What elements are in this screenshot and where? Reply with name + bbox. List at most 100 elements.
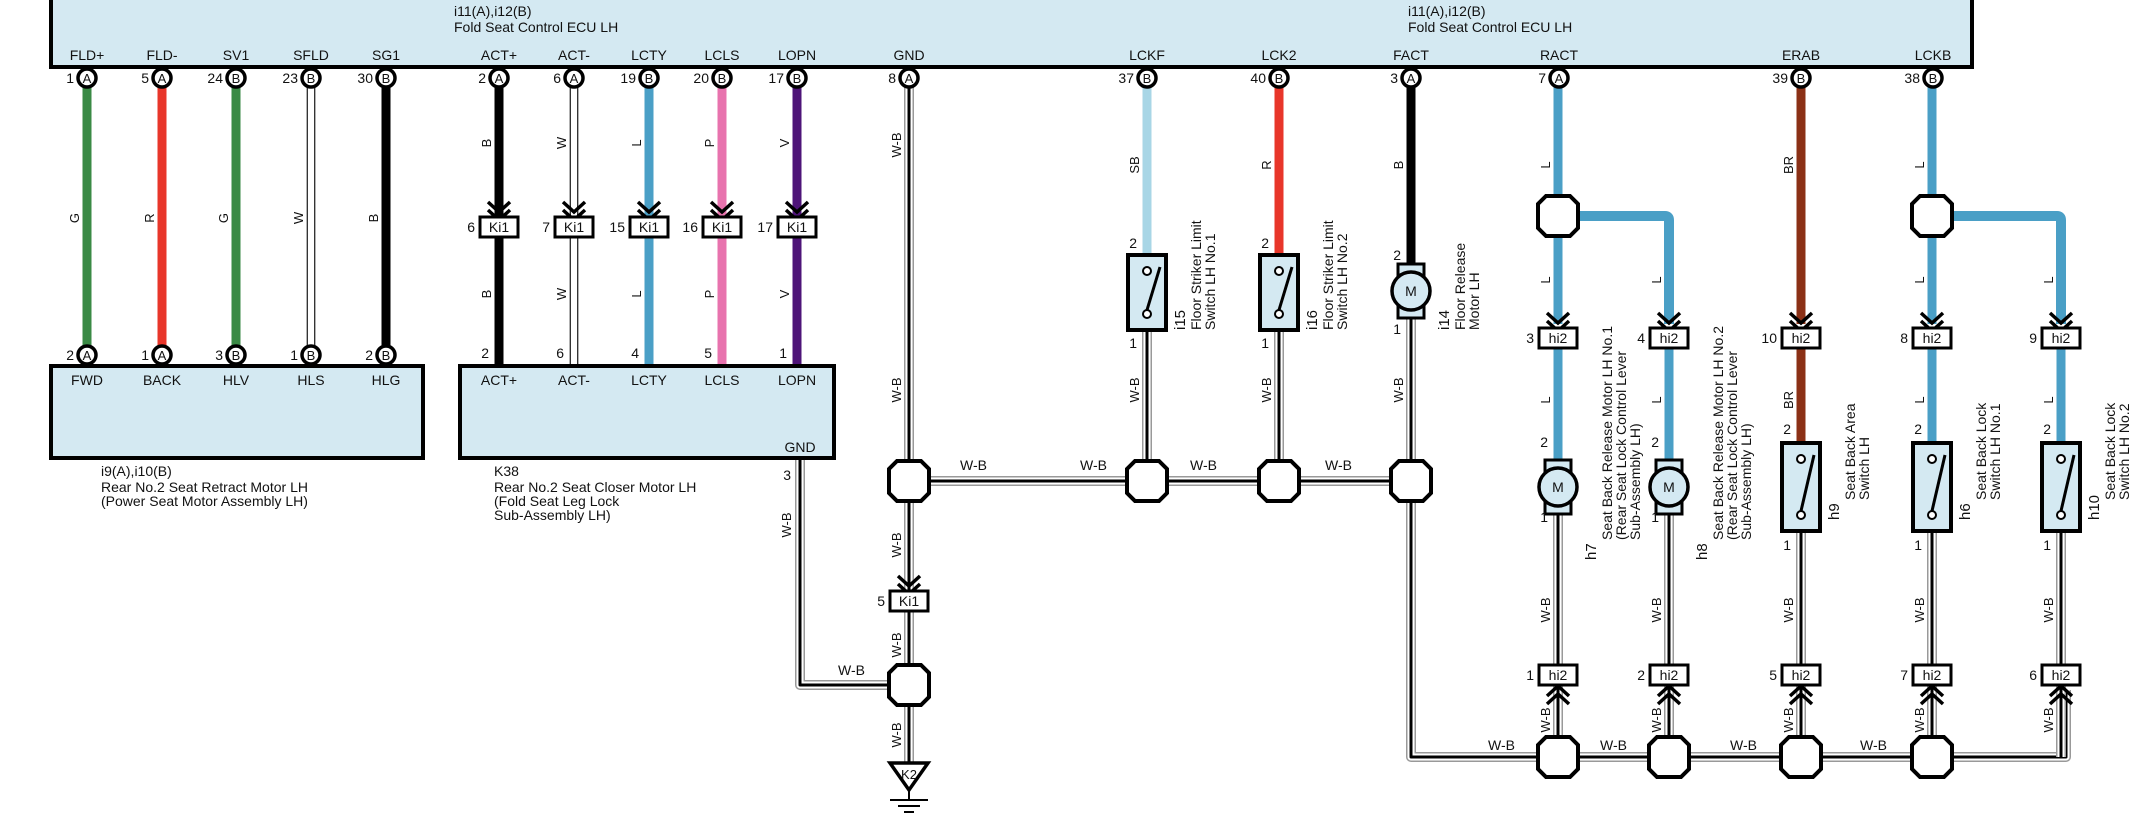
- ecu-box: [49, 0, 1974, 69]
- hi2-lower-chevron-2: [1788, 683, 1814, 706]
- closer-pin-number-2: 4: [631, 345, 639, 361]
- wire-closer-gnd-stripe: [798, 458, 909, 687]
- h10-id: h10: [2086, 495, 2103, 520]
- ecu-pin-12-pin-number: 40: [1250, 70, 1266, 86]
- wire-label-bottom-2: W-B: [1600, 737, 1627, 753]
- h7-pin-bottom: 1: [1540, 509, 1548, 525]
- switch-i16-contact-bottom: [1274, 309, 1284, 319]
- splice-gnd-lower: [887, 663, 931, 707]
- closer-pin-number-4: 1: [779, 345, 787, 361]
- closer-motor-subname-1: (Fold Seat Leg Lock: [494, 493, 620, 509]
- wire-color-label-upper-1: W: [554, 136, 569, 149]
- i14-id: i14: [1436, 310, 1453, 330]
- ecu-pin-5-pin-number: 2: [478, 70, 486, 86]
- retract-pin-fwd-conn-letter: A: [83, 348, 92, 363]
- ki1-connector-1-label: Ki1: [564, 219, 584, 235]
- wire-color-label-lckb: L: [1912, 161, 1927, 168]
- i16-id: i16: [1304, 310, 1321, 330]
- wire-label-gnd-5: W-B: [889, 722, 904, 747]
- wire-color-label-lower-4: V: [777, 289, 792, 298]
- wire-label-h9-gnd-1: W-B: [1781, 597, 1796, 622]
- switch-i15-lever: [1145, 266, 1162, 311]
- ecu-pin-name-sfld: SFLD: [293, 47, 329, 63]
- wire-label-h7-gnd-2: W-B: [1538, 707, 1553, 732]
- retract-pin-back-pin-number: 1: [141, 347, 149, 363]
- ecu-pin-1-conn-letter: A: [158, 71, 167, 86]
- hi2-upper-connector-2-label: hi2: [1792, 330, 1811, 346]
- ecu-pin-6-pin-number: 6: [553, 70, 561, 86]
- ecu-pin-12-conn-letter: B: [1275, 71, 1284, 86]
- wire-color-label-lower-1: W: [554, 287, 569, 300]
- h6-pin-top: 2: [1914, 421, 1922, 437]
- wire-label-bottom-4: W-B: [1860, 737, 1887, 753]
- wire-label-h9-gnd-2: W-B: [1781, 707, 1796, 732]
- hi2-lower-connector-2-label: hi2: [1792, 667, 1811, 683]
- hi2-lower-chevron-4: [2048, 683, 2074, 706]
- ecu-pin-4-conn-letter: B: [382, 71, 391, 86]
- hi2-lower-chevron-1: [1656, 683, 1682, 706]
- ecu-pin-name-gnd: GND: [893, 47, 924, 63]
- ecu-pin-10-pin-number: 8: [888, 70, 896, 86]
- wire-color-label-upper-0: B: [479, 139, 494, 148]
- wire-label-h8-gnd-2: W-B: [1649, 707, 1664, 732]
- wire-color-label-h8: L: [1649, 396, 1664, 403]
- ki1-gnd-connector-label: Ki1: [899, 593, 919, 609]
- ecu-pin-name-erab: ERAB: [1782, 47, 1820, 63]
- ecu-pin-11-pin-number: 37: [1118, 70, 1134, 86]
- wire-label-bottom-1: W-B: [1488, 737, 1515, 753]
- wire-color-label-lower-0: B: [479, 290, 494, 299]
- ecu-pin-name-fld+: FLD+: [70, 47, 105, 63]
- ecu-pin-15-pin-number: 39: [1772, 70, 1788, 86]
- splice-mid-0: [1125, 459, 1169, 503]
- ki1-connector-3-label: Ki1: [712, 219, 732, 235]
- hi2-upper-connector-1-box: [1648, 326, 1690, 350]
- ecu-pin-13-circle: [1400, 67, 1422, 89]
- ki1-connector-1-pin-number: 7: [542, 219, 550, 235]
- wire-label-gnd-1: W-B: [889, 132, 904, 157]
- hi2-upper-connector-1-label: hi2: [1660, 330, 1679, 346]
- h9-pin-bottom: 1: [1783, 537, 1791, 553]
- ecu-pin-3-pin-number: 23: [282, 70, 298, 86]
- hi2-upper-connector-3-label: hi2: [1923, 330, 1942, 346]
- h8-pin-top: 2: [1651, 434, 1659, 450]
- retract-pin-hlg-pin-number: 2: [365, 347, 373, 363]
- ki1-connector-2-pin-number: 15: [609, 219, 625, 235]
- ecu-pin-13-pin-number: 3: [1390, 70, 1398, 86]
- switch-h10-contact-top: [2056, 454, 2066, 464]
- hi2-upper-connector-2-box: [1780, 326, 1822, 350]
- h7-id: h7: [1583, 543, 1600, 560]
- closer-pin-number-3: 5: [704, 345, 712, 361]
- i16-pin-top: 2: [1261, 235, 1269, 251]
- motor-h8-m-label: M: [1663, 479, 1675, 495]
- i14-name-1: Motor LH: [1466, 272, 1482, 330]
- ecu-pin-3-conn-letter: B: [307, 71, 316, 86]
- hi2-upper-connector-0-pin-number: 3: [1526, 330, 1534, 346]
- ecu-pin-name-lopn: LOPN: [778, 47, 816, 63]
- wire-label-mid-4: W-B: [1325, 457, 1352, 473]
- switch-h6-contact-bottom: [1927, 510, 1937, 520]
- wire-label-mid-3: W-B: [1190, 457, 1217, 473]
- ki1-connector-3-box: [701, 215, 743, 239]
- switch-h9-lever: [1799, 454, 1816, 512]
- i15-pin-bottom: 1: [1129, 335, 1137, 351]
- retract-pin-hls-conn-letter: B: [307, 348, 316, 363]
- components-layer: [49, 0, 2082, 813]
- hi2-upper-connector-4-pin-number: 9: [2029, 330, 2037, 346]
- ecu-pin-3-circle: [300, 67, 322, 89]
- hi2-upper-connector-3-box: [1911, 326, 1953, 350]
- ecu-pin-7-conn-letter: B: [645, 71, 654, 86]
- ecu-pin-8-conn-letter: B: [718, 71, 727, 86]
- retract-pin-name-fwd: FWD: [71, 372, 103, 388]
- retract-pin-hlv-conn-letter: B: [232, 348, 241, 363]
- ki1-connector-2-box: [628, 215, 670, 239]
- closer-pin-number-1: 6: [556, 345, 564, 361]
- closer-pin-number-0: 2: [481, 345, 489, 361]
- retract-pin-name-back: BACK: [143, 372, 182, 388]
- splice-bottom-1: [1647, 735, 1691, 779]
- switch-i16-contact-top: [1274, 266, 1284, 276]
- ecu-pin-14-conn-letter: A: [1555, 71, 1564, 86]
- ecu-pin-name-lcty: LCTY: [631, 47, 667, 63]
- retract-pin-back-conn-letter: A: [158, 348, 167, 363]
- closer-pin-name-3: LCLS: [704, 372, 739, 388]
